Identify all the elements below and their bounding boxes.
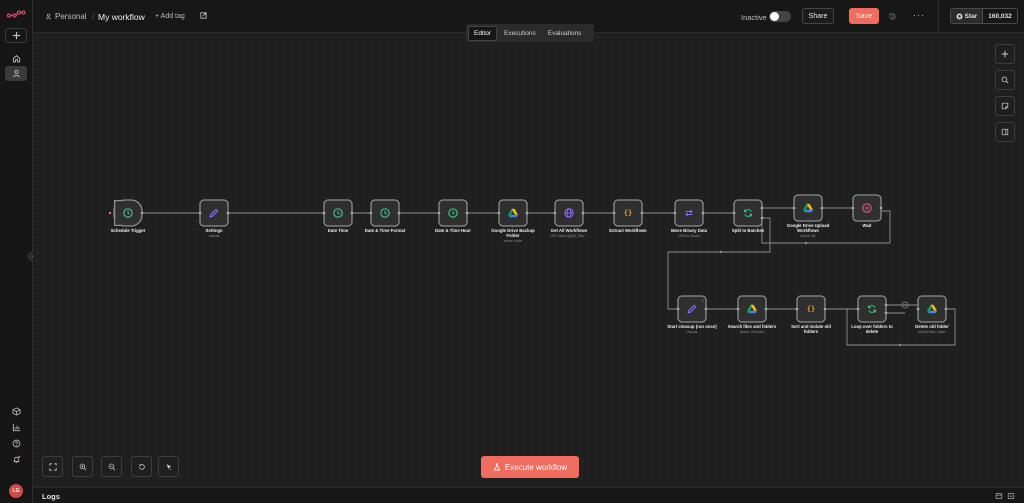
add-node-button[interactable]	[995, 44, 1015, 64]
notifications-button[interactable]	[5, 452, 27, 467]
execute-workflow-button[interactable]: Execute workflow	[481, 456, 579, 478]
zoom-in-button[interactable]	[72, 456, 93, 477]
breadcrumb-project[interactable]: Personal	[45, 12, 87, 21]
github-area: Star 160,032	[938, 0, 1024, 33]
cursor-icon	[166, 463, 171, 470]
active-status-label: Inactive	[741, 12, 767, 22]
history-icon[interactable]	[888, 12, 897, 21]
share-button[interactable]: Share	[802, 8, 834, 24]
flask-icon	[493, 463, 501, 471]
popout-icon[interactable]	[995, 492, 1003, 500]
workflow-name[interactable]: My workflow	[98, 11, 145, 22]
github-star: Star	[951, 9, 982, 23]
user-icon	[12, 69, 20, 78]
logs-label: Logs	[42, 492, 60, 501]
fit-view-button[interactable]	[42, 456, 63, 477]
toggle-panel-button[interactable]	[995, 122, 1015, 142]
fullscreen-icon	[48, 462, 57, 471]
zoom-out-icon	[108, 463, 115, 470]
logs-panel[interactable]: Logs	[33, 487, 1024, 503]
search-icon	[1001, 76, 1009, 84]
reset-zoom-button[interactable]	[131, 456, 152, 477]
github-star-count: 160,032	[982, 9, 1017, 23]
help-button[interactable]	[5, 436, 27, 451]
active-toggle[interactable]	[769, 11, 791, 22]
tidy-up-button[interactable]	[158, 456, 179, 477]
bell-icon	[12, 455, 20, 463]
insights-button[interactable]	[5, 420, 27, 435]
home-button[interactable]	[5, 51, 27, 66]
personal-button[interactable]	[5, 66, 27, 81]
plus-icon	[12, 31, 20, 40]
tab-editor[interactable]: Editor	[468, 25, 497, 41]
github-star-button[interactable]: Star 160,032	[950, 8, 1018, 24]
plus-icon	[1001, 50, 1009, 58]
tab-evaluations[interactable]: Evaluations	[547, 29, 582, 37]
breadcrumb-separator: /	[92, 12, 95, 21]
add-tag-button[interactable]: + Add tag	[155, 12, 185, 20]
help-icon	[12, 439, 20, 448]
bar-chart-icon	[12, 423, 20, 432]
sticky-note-button[interactable]	[995, 96, 1015, 116]
n8n-logo	[7, 10, 26, 18]
create-button[interactable]	[5, 28, 27, 43]
view-tabs: Editor Executions Evaluations	[466, 24, 594, 42]
sticky-note-icon	[1001, 102, 1009, 110]
panel-icon	[1001, 128, 1009, 136]
templates-button[interactable]	[5, 404, 27, 419]
search-nodes-button[interactable]	[995, 70, 1015, 90]
zoom-in-icon	[79, 463, 86, 470]
zoom-out-button[interactable]	[101, 456, 122, 477]
logs-actions	[995, 492, 1015, 500]
github-star-label: Star	[964, 12, 978, 20]
undo-icon	[138, 463, 145, 470]
project-name: Personal	[55, 12, 87, 21]
github-icon	[956, 13, 963, 19]
box-icon	[11, 407, 21, 416]
user-icon	[45, 13, 52, 20]
avatar[interactable]: LG	[9, 484, 23, 498]
tab-executions[interactable]: Executions	[503, 29, 536, 37]
external-link-icon[interactable]	[199, 11, 208, 20]
left-sidebar: LG ›	[0, 0, 37, 503]
more-options-button[interactable]: ···	[913, 10, 925, 20]
save-button[interactable]: Save	[849, 8, 879, 24]
workflow-canvas[interactable]	[33, 33, 1024, 487]
home-icon	[12, 55, 20, 63]
execute-workflow-label: Execute workflow	[504, 462, 568, 472]
chevron-up-icon[interactable]	[1007, 492, 1015, 500]
